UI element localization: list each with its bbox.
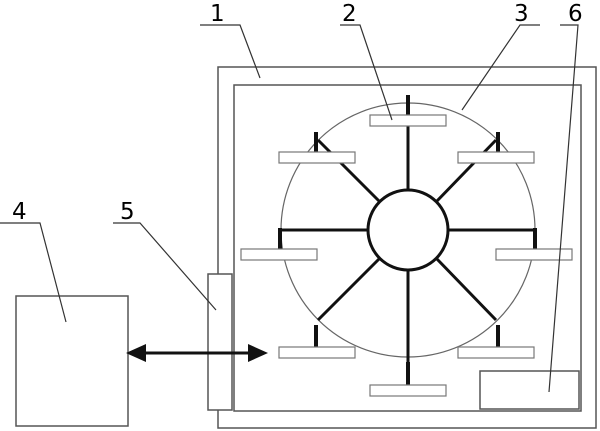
- plate-right: [495, 248, 573, 261]
- plate-top-left: [278, 151, 356, 164]
- leader-6: [548, 24, 579, 393]
- plate-bottom-left: [278, 346, 356, 359]
- leader-1: [200, 24, 261, 79]
- plate-top: [369, 114, 447, 127]
- label-3: 3: [514, 1, 529, 27]
- leader-5: [113, 222, 217, 311]
- label-6: 6: [568, 1, 583, 27]
- label-5: 5: [120, 199, 135, 225]
- sample-plates: [240, 114, 573, 397]
- label-2: 2: [342, 1, 357, 27]
- plate-left: [240, 248, 318, 261]
- leader-lines: [0, 24, 579, 393]
- leader-3: [461, 24, 540, 111]
- module-5: [207, 273, 233, 411]
- leader-4: [0, 222, 67, 323]
- label-1: 1: [210, 1, 225, 27]
- double-arrow: [126, 344, 268, 362]
- plate-bottom: [369, 384, 447, 397]
- spoke-bottom-left: [316, 256, 382, 322]
- leader-2: [340, 24, 393, 121]
- spokes: [280, 104, 535, 383]
- plate-bottom-right: [457, 346, 535, 359]
- inner-frame: [233, 84, 582, 412]
- spoke-top-left: [316, 138, 382, 204]
- label-4: 4: [12, 199, 27, 225]
- box-4: [15, 295, 129, 427]
- module-6: [479, 370, 580, 410]
- hub: [366, 188, 450, 272]
- spoke-top-right: [434, 138, 498, 204]
- outer-frame: [217, 66, 597, 429]
- holder-stubs: [278, 95, 537, 386]
- spoke-bottom-right: [434, 256, 498, 322]
- plate-top-right: [457, 151, 535, 164]
